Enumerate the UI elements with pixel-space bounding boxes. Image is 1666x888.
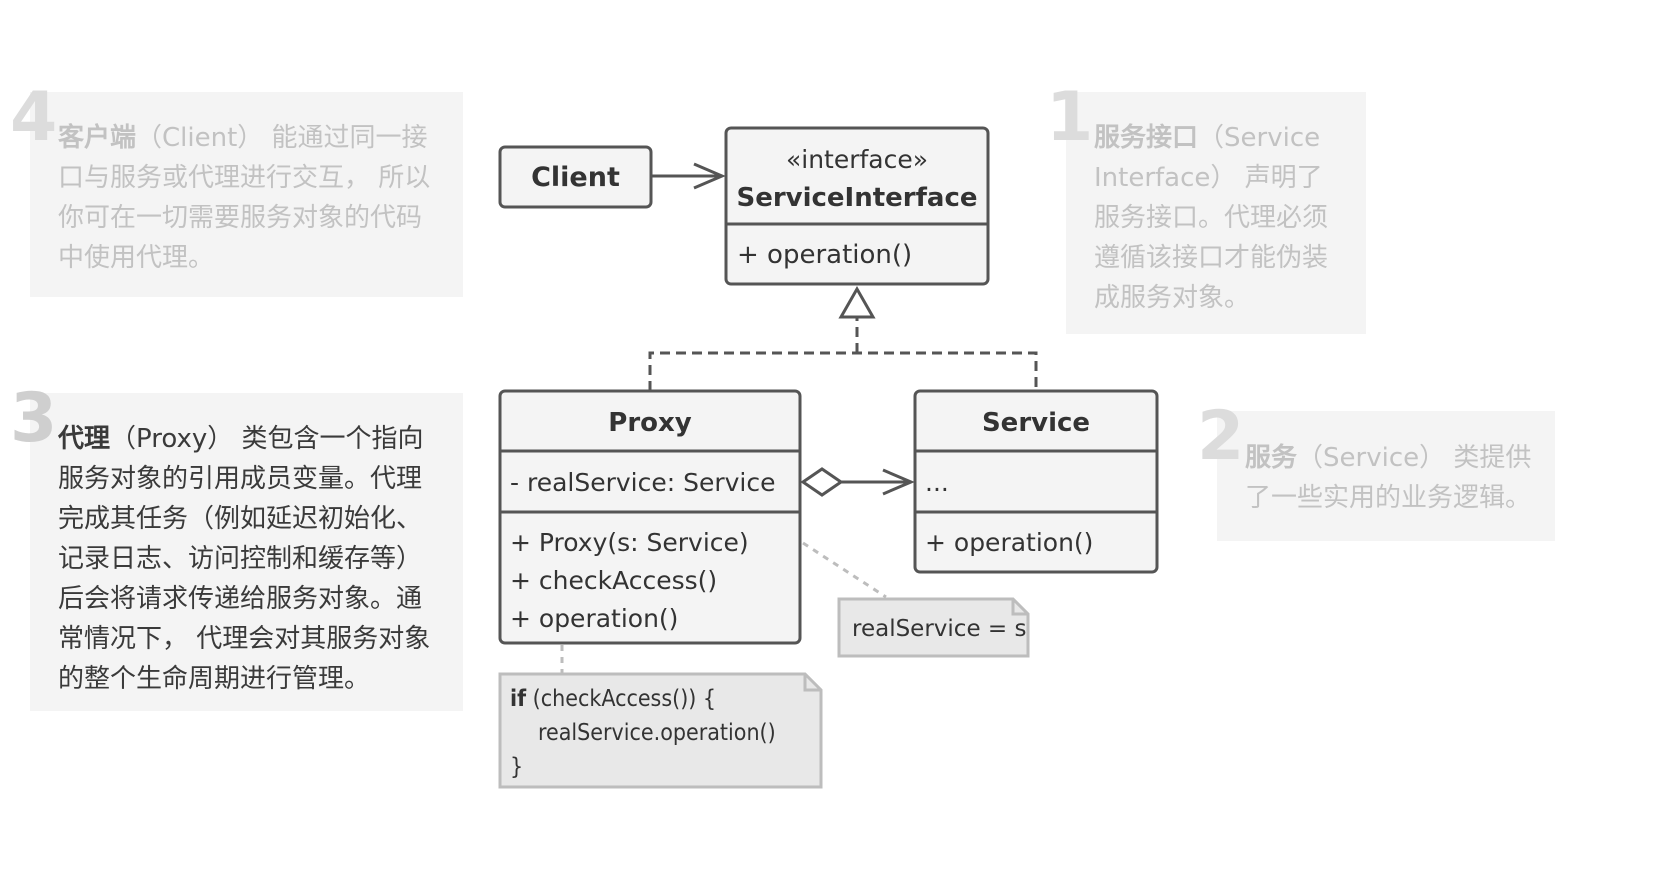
note-service-title: 服务 [1245,443,1298,473]
client-class: Client [498,145,653,209]
proxy-class-name: Proxy [608,408,692,438]
note-client-title: 客户端 [58,123,137,153]
operation-comment-condition: (checkAccess()) { [526,686,716,712]
proxy-method-constructor: + Proxy(s: Service) [510,528,749,557]
note-service-interface [1066,92,1366,334]
note-proxy-title: 代理 [58,424,111,454]
service-interface-class: «interface» ServiceInterface + operation… [724,126,990,286]
note-service-number: 2 [1197,397,1245,476]
note-client-number: 4 [10,78,58,157]
proxy-method-operation: + operation() [510,604,678,633]
note-client [30,92,463,297]
realization-arrow [648,285,1038,391]
operation-comment-line3: } [510,754,523,780]
note-service-interface-number: 1 [1046,78,1094,157]
note-service-interface-title: 服务接口 [1094,123,1199,153]
service-interface-stereotype: «interface» [786,145,928,174]
constructor-comment: realService = s [837,597,1030,658]
operation-comment-line2: realService.operation() [538,720,776,746]
service-class: Service ... + operation() [913,389,1159,574]
note-proxy-body: （Proxy） 类包含一个指向服务对象的引用成员变量。代理完成其任务（例如延迟初… [58,424,431,694]
note-service-body: （Service） 类提供了一些实用的业务逻辑。 [1245,443,1532,513]
proxy-class: Proxy - realService: Service + Proxy(s: … [498,389,802,645]
constructor-comment-text: realService = s [852,616,1026,642]
operation-comment-line1: if (checkAccess()) { [510,686,716,712]
proxy-method-check-access: + checkAccess() [510,566,717,595]
note-service-interface-text: 服务接口（Service Interface） 声明了服务接口。代理必须遵循该接… [1094,118,1344,318]
note-client-body: （Client） 能通过同一接口与服务或代理进行交互， 所以你可在一切需要服务对… [58,123,431,273]
note-proxy-number: 3 [10,379,58,458]
client-interface-association [651,162,726,190]
note-client-text: 客户端（Client） 能通过同一接口与服务或代理进行交互， 所以你可在一切需要… [58,118,438,278]
service-class-name: Service [982,408,1090,438]
proxy-service-aggregation [800,467,915,497]
operation-comment-keyword: if [510,686,527,712]
service-field: ... [925,468,949,497]
proxy-field: - realService: Service [510,468,776,497]
note-service-interface-body: （Service Interface） 声明了服务接口。代理必须遵循该接口才能伪… [1094,123,1329,313]
note-service [1217,411,1555,541]
service-interface-method: + operation() [737,240,912,270]
note-proxy [30,393,463,711]
service-method: + operation() [925,528,1093,557]
note-proxy-text: 代理（Proxy） 类包含一个指向服务对象的引用成员变量。代理完成其任务（例如延… [58,419,443,699]
note-service-text: 服务（Service） 类提供了一些实用的业务逻辑。 [1245,438,1535,518]
service-interface-class-name: ServiceInterface [736,183,977,213]
operation-comment: if (checkAccess()) { realService.operati… [498,672,823,789]
client-class-name: Client [531,162,620,193]
constructor-comment-connector [802,541,887,599]
